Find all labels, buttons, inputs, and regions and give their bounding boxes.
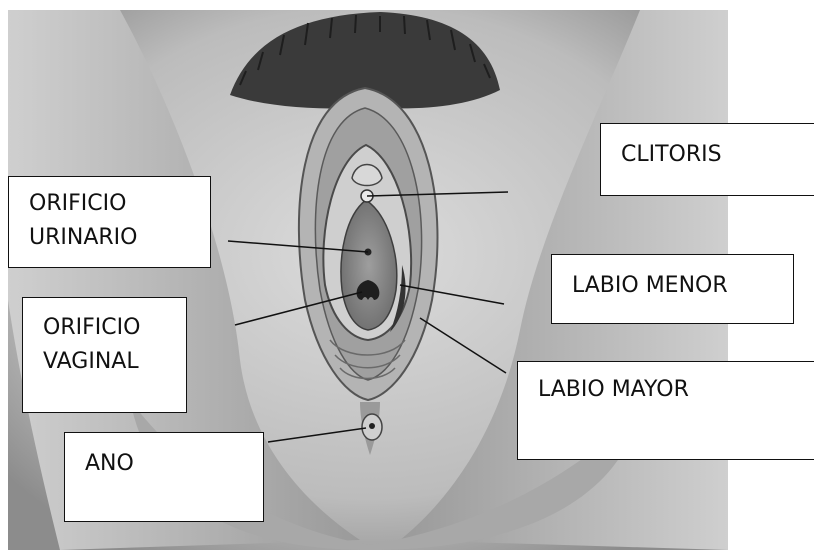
label-labio-menor: LABIO MENOR — [551, 254, 794, 324]
label-ano: ANO — [64, 432, 264, 522]
label-orificio-vaginal-line2: VAGINAL — [43, 345, 186, 379]
label-labio-menor-text: LABIO MENOR — [572, 269, 793, 303]
label-orificio-vaginal-line1: ORIFICIO — [43, 311, 186, 345]
anus-center — [369, 423, 375, 429]
label-ano-text: ANO — [85, 447, 263, 481]
label-labio-mayor-text: LABIO MAYOR — [538, 373, 814, 407]
label-clitoris-text: CLITORIS — [621, 138, 814, 172]
label-labio-mayor: LABIO MAYOR — [517, 361, 814, 460]
label-orificio-urinario-line1: ORIFICIO — [29, 187, 210, 221]
label-orificio-urinario-line2: URINARIO — [29, 221, 210, 255]
label-orificio-urinario: ORIFICIO URINARIO — [8, 176, 211, 268]
label-orificio-vaginal: ORIFICIO VAGINAL — [22, 297, 187, 413]
label-clitoris: CLITORIS — [600, 123, 814, 196]
